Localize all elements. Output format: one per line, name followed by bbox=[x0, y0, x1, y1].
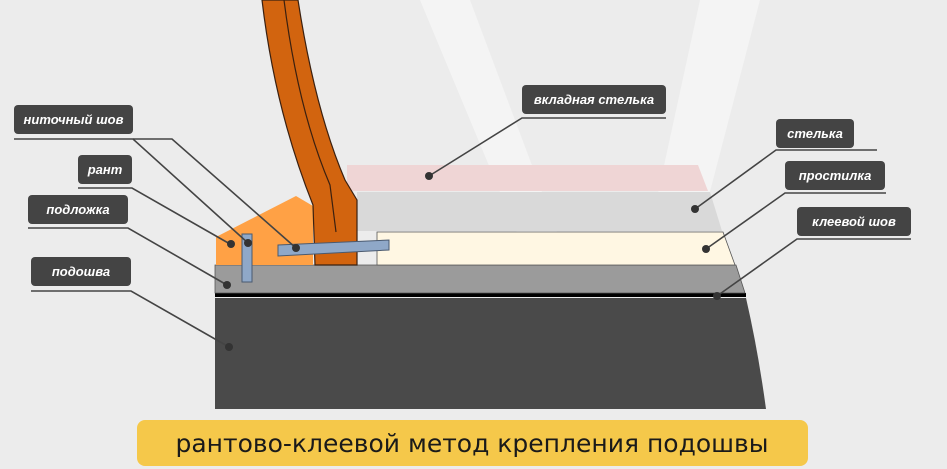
insert-insole-layer bbox=[347, 165, 708, 191]
upper-leather bbox=[261, 0, 358, 266]
label-welt: рант bbox=[78, 155, 132, 184]
glue-seam-line bbox=[215, 293, 746, 297]
label-insole: стелька bbox=[776, 119, 854, 148]
underlay-layer bbox=[214, 264, 746, 294]
filler-layer bbox=[376, 231, 736, 266]
label-thread-seam: ниточный шов bbox=[14, 105, 133, 134]
upper-inner-line bbox=[283, 0, 337, 233]
leader-dots bbox=[223, 172, 721, 351]
svg-text:подложка: подложка bbox=[46, 202, 109, 217]
svg-text:вкладная стелька: вкладная стелька bbox=[534, 92, 654, 107]
label-underlay: подложка bbox=[28, 195, 128, 224]
svg-text:ниточный шов: ниточный шов bbox=[24, 112, 124, 127]
svg-text:рант: рант bbox=[87, 162, 123, 177]
insole-layer bbox=[357, 192, 722, 231]
svg-text:подошва: подошва bbox=[52, 264, 110, 279]
svg-text:рантово-клеевой метод креплени: рантово-клеевой метод крепления подошвы bbox=[175, 429, 768, 458]
label-glue-seam: клеевой шов bbox=[797, 207, 911, 236]
vertical-stitch bbox=[241, 233, 253, 283]
svg-text:простилка: простилка bbox=[799, 168, 872, 183]
label-filler: простилка bbox=[785, 161, 885, 190]
svg-text:клеевой шов: клеевой шов bbox=[812, 214, 896, 229]
caption: рантово-клеевой метод крепления подошвы bbox=[137, 420, 808, 466]
svg-text:стелька: стелька bbox=[787, 126, 843, 141]
sole-layer bbox=[215, 298, 766, 409]
horizontal-stitch bbox=[277, 239, 390, 257]
label-insert-insole: вкладная стелька bbox=[522, 85, 666, 114]
label-sole: подошва bbox=[31, 257, 131, 286]
